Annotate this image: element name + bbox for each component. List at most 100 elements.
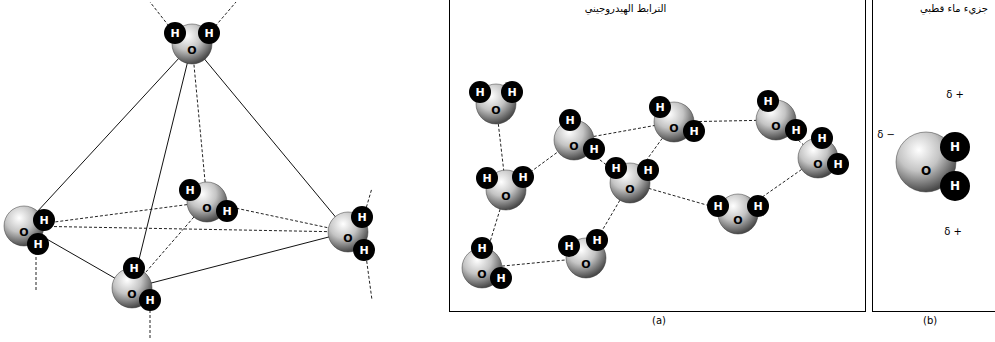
hydrogen-atom xyxy=(683,120,705,142)
water-molecule xyxy=(179,179,238,222)
hydrogen-bond-stub xyxy=(366,256,372,300)
atom-label: H xyxy=(950,141,960,153)
hydrogen-atom xyxy=(707,195,729,217)
hydrogen-atom xyxy=(811,127,833,149)
atom-label: O xyxy=(343,233,352,244)
atom-label: H xyxy=(611,163,620,174)
atom-label: H xyxy=(204,28,213,39)
hydrogen-atom xyxy=(164,22,186,44)
water-molecule xyxy=(469,81,523,124)
atom-label: O xyxy=(569,141,578,152)
atom-label: H xyxy=(565,115,574,126)
atom-label: O xyxy=(771,121,780,132)
water-molecule xyxy=(605,157,659,203)
hydrogen-bond xyxy=(192,44,207,202)
atom-label: O xyxy=(187,45,196,56)
hydrogen-atom xyxy=(351,206,373,228)
hydrogen-atom xyxy=(501,81,523,103)
water-molecule xyxy=(164,22,220,64)
water-molecule xyxy=(4,206,55,255)
atom-label: H xyxy=(222,206,231,217)
water-molecule xyxy=(328,206,375,261)
atom-label: O xyxy=(501,191,510,202)
atom-label: H xyxy=(482,173,491,184)
atom-label: O xyxy=(625,184,634,195)
hydrogen-atom xyxy=(605,157,627,179)
hydrogen-atom xyxy=(747,195,769,217)
atom-label: O xyxy=(202,203,211,214)
atom-label: H xyxy=(496,273,505,284)
atom-label: H xyxy=(713,201,722,212)
hydrogen-atom xyxy=(123,257,145,279)
tetrahedron-edge xyxy=(132,232,348,288)
atom-label: H xyxy=(763,96,772,107)
water-molecule xyxy=(756,90,807,141)
hydrogen-atom xyxy=(512,166,534,188)
hydrogen-atom xyxy=(353,239,375,261)
atom-label: H xyxy=(477,243,486,254)
panel-caption: (a) xyxy=(652,315,666,327)
panel-heading: جزيء ماء قطبي xyxy=(873,3,995,15)
atom-label: H xyxy=(33,239,42,250)
atom-label: H xyxy=(185,185,194,196)
hydrogen-atom xyxy=(558,235,580,257)
hydrogen-atom xyxy=(471,237,493,259)
hydrogen-atom xyxy=(179,179,201,201)
atom-label: O xyxy=(669,123,678,134)
atom-label: O xyxy=(19,227,28,238)
atom-label: O xyxy=(921,165,931,177)
atom-label: O xyxy=(491,105,500,116)
hydrogen-atom xyxy=(490,267,512,289)
atom-label: H xyxy=(817,133,826,144)
atom-label: O xyxy=(733,215,742,226)
atom-label: H xyxy=(643,165,652,176)
panel-caption: (b) xyxy=(923,315,937,327)
water-molecule xyxy=(649,96,705,142)
water-molecule xyxy=(707,194,769,234)
panel-heading: الترابط الهيدروجيني xyxy=(450,3,865,15)
charge-label: δ + xyxy=(944,227,962,237)
hydrogen-atom xyxy=(469,81,491,103)
atom-label: H xyxy=(564,241,573,252)
atom-label: H xyxy=(791,125,800,136)
charge-label: δ + xyxy=(946,90,964,100)
bond-lines xyxy=(24,2,818,340)
hydrogen-atom xyxy=(649,96,671,118)
atom-label: H xyxy=(475,87,484,98)
tetrahedron-edge xyxy=(132,44,192,288)
atom-label: H xyxy=(145,295,154,306)
hydrogen-atom xyxy=(27,233,49,255)
hydrogen-atom xyxy=(586,229,608,251)
hydrogen-bond xyxy=(24,226,348,232)
water-molecule xyxy=(798,127,849,178)
hydrogen-atom xyxy=(940,132,970,162)
water-molecule xyxy=(558,229,608,278)
atom-label: H xyxy=(753,201,762,212)
hydrogen-atom xyxy=(476,167,498,189)
hydrogen-atom xyxy=(139,289,161,311)
water-molecule xyxy=(896,132,970,201)
water-molecule xyxy=(112,257,161,311)
atom-label: O xyxy=(127,289,136,300)
atom-label: H xyxy=(170,28,179,39)
hydrogen-atom xyxy=(757,90,779,112)
panel-box: الترابط الهيدروجيني(a) xyxy=(449,0,866,312)
hydrogen-bond-stub xyxy=(36,252,37,290)
atom-label: H xyxy=(655,102,664,113)
hydrogen-atom xyxy=(216,200,238,222)
atom-label: O xyxy=(813,159,822,170)
charge-label: δ − xyxy=(877,130,895,140)
atom-label: H xyxy=(592,235,601,246)
atom-label: O xyxy=(581,259,590,270)
atom-label: H xyxy=(589,144,598,155)
hydrogen-atom xyxy=(637,159,659,181)
water-molecule xyxy=(462,237,512,289)
oxygen-atom xyxy=(476,84,516,124)
hydrogen-atom xyxy=(583,138,605,160)
hydrogen-atom xyxy=(198,22,220,44)
atom-label: H xyxy=(357,212,366,223)
atom-label: H xyxy=(507,87,516,98)
panel-box: جزيء ماء قطبي(b) xyxy=(872,0,995,312)
